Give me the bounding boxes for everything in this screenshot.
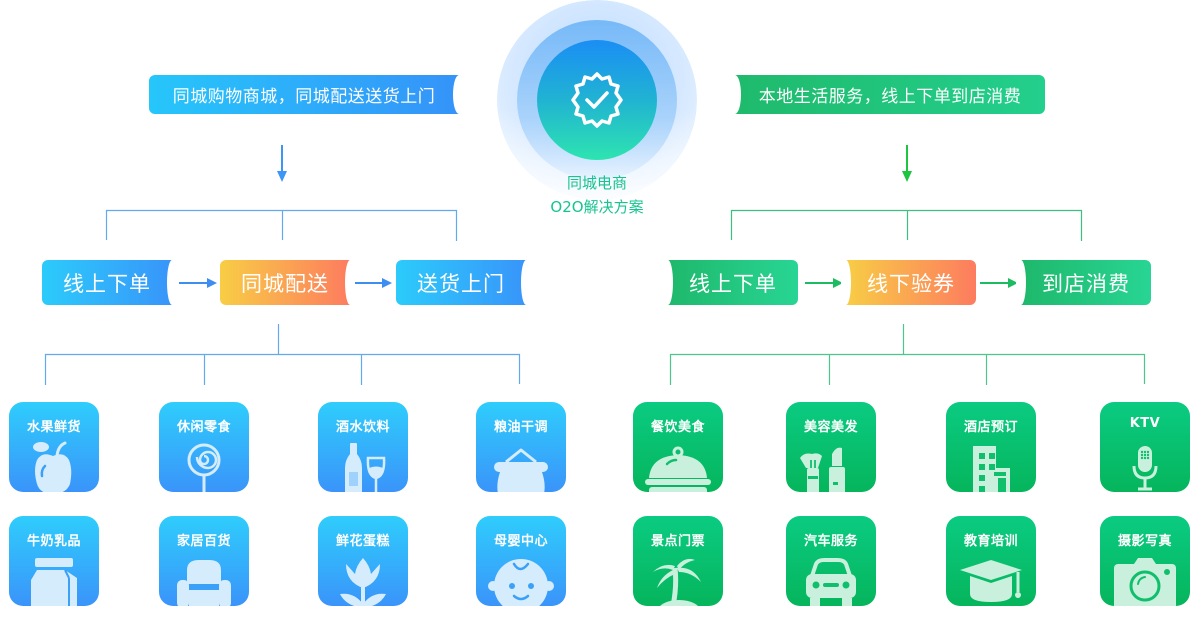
center-title-line1: 同城电商 — [566, 174, 627, 192]
left-step-online-order: 线上下单 — [42, 260, 177, 305]
tile-label: 水果鲜货 — [26, 420, 81, 435]
food-cloche-icon — [645, 446, 711, 492]
right-step-online-order: 线上下单 — [663, 260, 798, 305]
tile-grain-oil[interactable]: 粮油干调 — [476, 402, 566, 492]
tile-flowers-cakes[interactable]: 鲜花蛋糕 — [318, 516, 408, 606]
tile-label: 教育培训 — [963, 534, 1018, 549]
left-header-text: 同城购物商城，同城配送送货上门 — [172, 87, 436, 107]
graduation-cap-icon — [960, 560, 1022, 602]
right-upper-bracket — [730, 209, 1083, 241]
tile-label: 休闲零食 — [176, 420, 231, 435]
milk-carton-icon — [31, 558, 77, 606]
tile-label: 酒水饮料 — [335, 420, 390, 435]
tile-hotel[interactable]: 酒店预订 — [946, 402, 1036, 492]
tile-label: 酒店预订 — [963, 420, 1018, 435]
tile-label: 母婴中心 — [493, 534, 548, 549]
left-step-3-label: 送货上门 — [417, 271, 505, 296]
tile-label: 家居百货 — [176, 534, 231, 549]
right-lower-bracket — [669, 324, 1146, 385]
right-step-arrow-2 — [980, 278, 1018, 288]
tile-dining[interactable]: 餐饮美食 — [633, 402, 723, 492]
left-header-banner: 同城购物商城，同城配送送货上门 — [149, 75, 465, 114]
grain-sack-icon — [494, 448, 548, 492]
tile-education[interactable]: 教育培训 — [946, 516, 1036, 606]
right-step-offline-voucher: 线下验券 — [841, 260, 976, 305]
right-step-2-label: 线下验券 — [867, 271, 955, 296]
tile-dairy[interactable]: 牛奶乳品 — [9, 516, 99, 606]
tile-attraction-tickets[interactable]: 景点门票 — [633, 516, 723, 606]
microphone-icon — [1132, 446, 1158, 491]
left-step-arrow-2 — [354, 278, 392, 288]
right-header-banner: 本地生活服务，线上下单到店消费 — [729, 75, 1045, 114]
center-title-line2: O2O解决方案 — [550, 198, 644, 216]
baby-face-icon — [488, 559, 554, 606]
right-header-text: 本地生活服务，线上下单到店消费 — [758, 87, 1022, 107]
tile-label: 汽车服务 — [803, 534, 858, 549]
tile-label: 鲜花蛋糕 — [335, 534, 390, 549]
right-step-3-label: 到店消费 — [1042, 271, 1130, 296]
tulip-icon — [340, 558, 386, 606]
lollipop-icon — [187, 443, 221, 492]
badge-inner-circle — [537, 40, 657, 160]
wine-bottle-glass-icon — [345, 443, 386, 492]
tile-drinks[interactable]: 酒水饮料 — [318, 402, 408, 492]
right-step-arrow-1 — [805, 278, 843, 288]
tile-fruit[interactable]: 水果鲜货 — [9, 402, 99, 492]
tile-beauty[interactable]: 美容美发 — [786, 402, 876, 492]
camera-icon — [1114, 558, 1176, 606]
right-step-1-label: 线上下单 — [689, 271, 777, 296]
tile-snacks[interactable]: 休闲零食 — [159, 402, 249, 492]
tile-ktv[interactable]: KTV — [1100, 402, 1190, 492]
tile-photography[interactable]: 摄影写真 — [1100, 516, 1190, 606]
tile-label: 摄影写真 — [1117, 534, 1172, 549]
tile-car-service[interactable]: 汽车服务 — [786, 516, 876, 606]
tile-label: 美容美发 — [803, 420, 858, 435]
left-upper-bracket — [105, 209, 458, 241]
left-lower-bracket — [44, 324, 521, 385]
right-down-arrow — [902, 145, 912, 182]
tile-label: 牛奶乳品 — [26, 534, 81, 549]
left-step-2-label: 同城配送 — [241, 271, 329, 296]
left-step-arrow-1 — [179, 278, 217, 288]
left-step-1-label: 线上下单 — [63, 271, 151, 296]
armchair-icon — [177, 560, 231, 606]
left-step-city-delivery: 同城配送 — [220, 260, 355, 305]
hotel-building-icon — [973, 446, 1010, 492]
apple-icon — [33, 441, 72, 492]
tile-label: KTV — [1129, 416, 1161, 431]
verified-badge-check-icon — [571, 72, 623, 128]
left-down-arrow — [277, 145, 287, 182]
car-icon — [806, 558, 856, 606]
makeup-brush-lipstick-icon — [800, 447, 845, 492]
left-step-door-delivery: 送货上门 — [396, 260, 531, 305]
right-step-in-store: 到店消费 — [1016, 260, 1151, 305]
tile-label: 餐饮美食 — [650, 420, 705, 435]
palm-tree-icon — [653, 558, 701, 606]
tile-home-goods[interactable]: 家居百货 — [159, 516, 249, 606]
tile-label: 景点门票 — [650, 534, 705, 549]
tile-label: 粮油干调 — [493, 420, 548, 435]
tile-mother-baby[interactable]: 母婴中心 — [476, 516, 566, 606]
